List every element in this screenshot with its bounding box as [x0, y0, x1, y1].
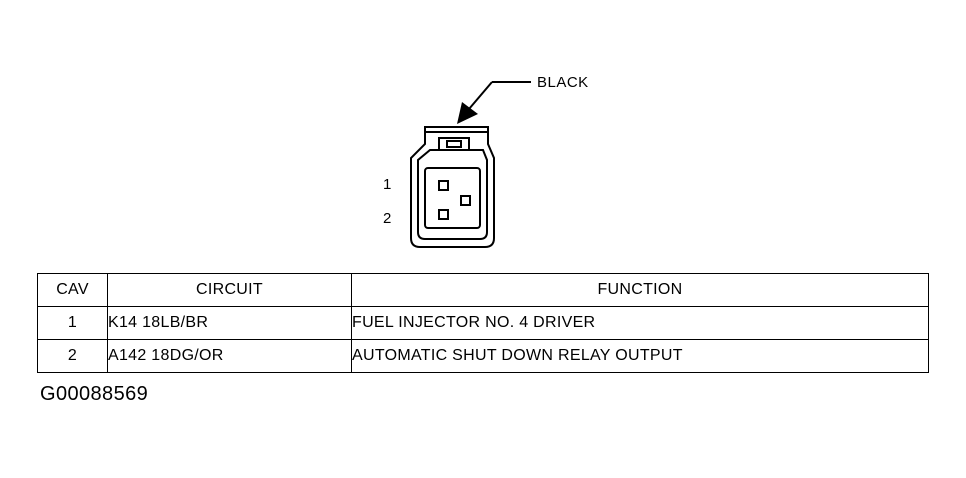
- cell-cav: 1: [37, 306, 108, 340]
- leader-line-diagonal: [468, 81, 493, 110]
- table-row: 2 A142 18DG/OR AUTOMATIC SHUT DOWN RELAY…: [37, 339, 929, 373]
- figure-id: G00088569: [40, 383, 149, 405]
- cell-function: AUTOMATIC SHUT DOWN RELAY OUTPUT: [351, 339, 929, 373]
- cell-circuit: K14 18LB/BR: [107, 306, 352, 340]
- cell-function: FUEL INJECTOR NO. 4 DRIVER: [351, 306, 929, 340]
- header-function: FUNCTION: [351, 273, 929, 307]
- pin-label-2: 2: [383, 210, 392, 227]
- arrow-head: [457, 102, 478, 124]
- connector-body: [410, 126, 495, 248]
- connector-color-label: BLACK: [537, 74, 589, 91]
- pinout-table: CAV CIRCUIT FUNCTION 1 K14 18LB/BR FUEL …: [37, 273, 929, 373]
- header-cav: CAV: [37, 273, 108, 307]
- table-header-row: CAV CIRCUIT FUNCTION: [37, 273, 929, 307]
- cell-circuit: A142 18DG/OR: [107, 339, 352, 373]
- table-row: 1 K14 18LB/BR FUEL INJECTOR NO. 4 DRIVER: [37, 306, 929, 340]
- header-circuit: CIRCUIT: [107, 273, 352, 307]
- cell-cav: 2: [37, 339, 108, 373]
- pin-label-1: 1: [383, 176, 392, 193]
